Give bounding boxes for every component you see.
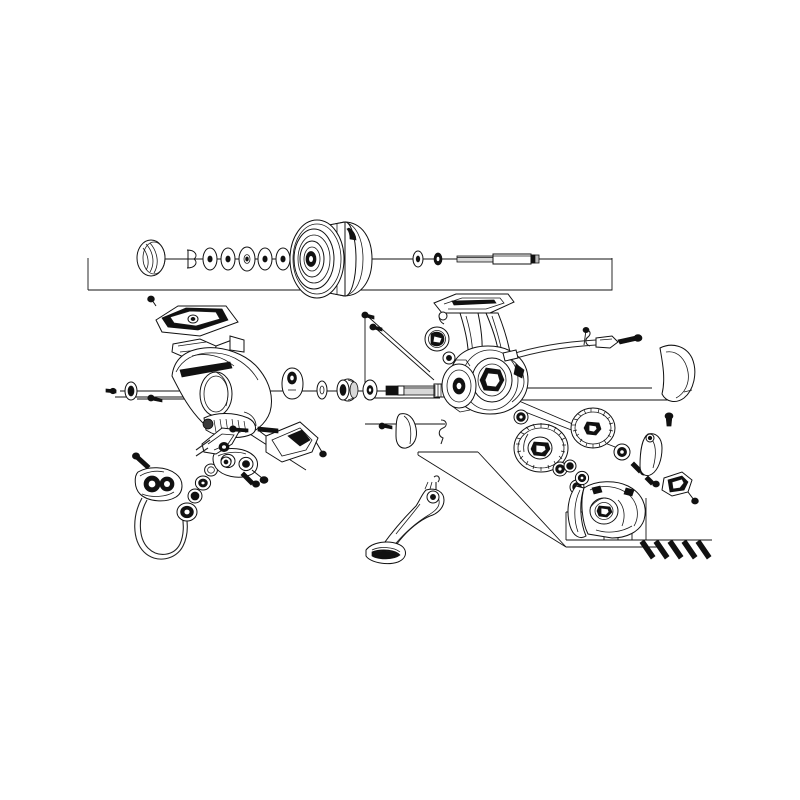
drag-washer-4 <box>257 247 273 271</box>
cover-screw-1 <box>639 539 656 560</box>
oscillation-slider <box>281 367 304 400</box>
cover-screw-row <box>639 539 712 560</box>
cover-screw-4 <box>681 539 698 560</box>
gear-assembly <box>513 407 648 495</box>
body-cover-plate <box>147 295 239 337</box>
drag-knob <box>136 239 166 277</box>
bail-pivot-washer-1 <box>204 463 218 477</box>
side-plate-cover <box>257 421 327 463</box>
bail-arm-lever <box>433 293 515 325</box>
body-assembly <box>124 295 458 463</box>
cover-screw-3 <box>667 539 684 560</box>
handle-box-diag2 <box>417 454 567 548</box>
gear-washer-1 <box>552 461 568 477</box>
bail-wire <box>502 327 643 362</box>
misc-hardware <box>105 387 117 395</box>
bail-pivot-washer-3 <box>187 488 203 504</box>
cover-latch <box>661 471 699 505</box>
anti-reverse-lever <box>395 413 417 449</box>
pinion-washer <box>362 379 378 401</box>
drag-washer-3 <box>238 246 256 272</box>
cover-washer-2 <box>574 470 590 486</box>
bail-trip-arm <box>659 344 696 402</box>
rotor-assembly <box>361 293 696 427</box>
handle-knob <box>365 541 406 565</box>
bail-pivot-bearing <box>176 502 198 522</box>
gear-bearing <box>613 443 631 461</box>
drag-washer-5 <box>275 247 291 271</box>
rotor-housing <box>441 312 529 415</box>
spool-washer-b <box>433 252 443 266</box>
side-cover <box>581 481 646 539</box>
trip-washer <box>220 456 232 468</box>
leader-rotor-2 <box>371 324 435 381</box>
gear-washer-top <box>513 409 529 425</box>
lower-screw-a <box>240 471 260 488</box>
pinion-bearing <box>336 378 359 402</box>
shaft-washer <box>316 380 328 400</box>
drag-washer-2 <box>220 247 236 271</box>
drive-gear <box>513 423 569 473</box>
spool-assembly <box>136 219 612 299</box>
cover-screw-5 <box>695 539 712 560</box>
drag-washer-1 <box>202 247 218 271</box>
bail-pivot-washer-2 <box>194 475 212 491</box>
cover-washer-1 <box>563 459 577 473</box>
trip-lever <box>195 427 241 457</box>
body-screw-1 <box>147 394 163 403</box>
drag-click-spring <box>186 249 197 269</box>
oscillating-gear <box>570 407 616 449</box>
line-roller-screw <box>442 351 456 365</box>
main-shaft <box>456 253 612 265</box>
spring-housing <box>134 467 183 502</box>
bail-spring-wire <box>134 497 188 560</box>
cover-screw-2 <box>653 539 670 560</box>
handle-assembly <box>365 475 445 565</box>
spool-body <box>289 219 373 299</box>
screw-near-body <box>109 387 117 395</box>
cover-pivot <box>639 433 663 488</box>
side-cover-assembly <box>563 433 712 560</box>
anti-reverse-spring <box>438 419 447 445</box>
handle-crank-arm <box>381 481 445 551</box>
body-end-cap <box>124 381 138 401</box>
leader-rotor-1 <box>363 312 431 373</box>
rotor-screw-2 <box>369 323 383 332</box>
bail-screw-right <box>664 412 674 427</box>
line-roller <box>424 326 450 352</box>
ar-lever-screw <box>378 422 393 430</box>
cover-handle-shield <box>567 485 587 539</box>
bail-spring-assembly <box>132 425 279 560</box>
trip-lever-pivot <box>218 442 230 452</box>
drag-washer-stack <box>202 246 291 272</box>
rotor-screw-1 <box>361 311 375 320</box>
trip-pin <box>257 426 279 434</box>
spool-washer-a <box>412 250 424 268</box>
handle-box-diag <box>477 451 567 548</box>
trip-screw <box>229 425 249 433</box>
